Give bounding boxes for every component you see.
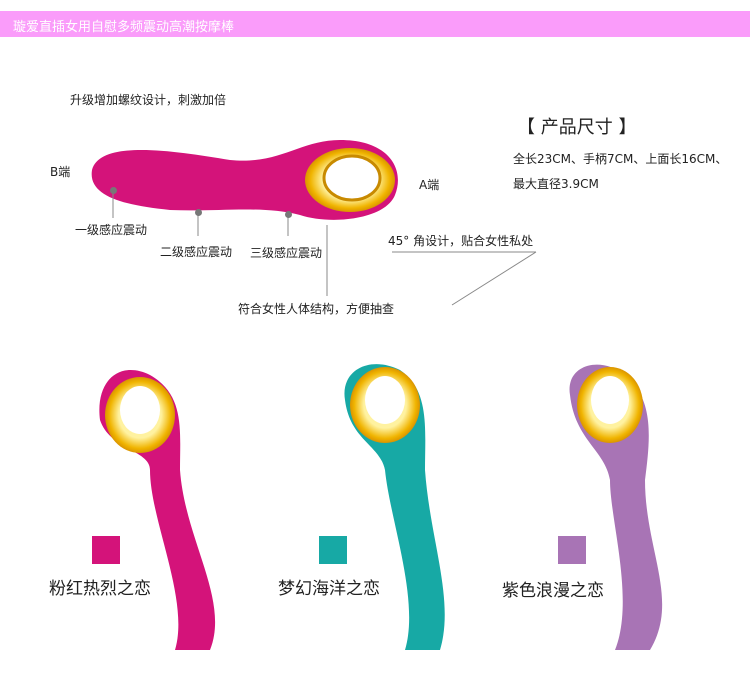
size-title: 【 产品尺寸 】 xyxy=(517,117,637,138)
angle-label: 45° 角设计，贴合女性私处 xyxy=(388,234,534,248)
structure-label: 符合女性人体结构，方便抽查 xyxy=(238,302,395,316)
teal-swatch xyxy=(319,536,347,564)
size-line-1: 全长23CM、手柄7CM、上面长16CM、 xyxy=(513,152,728,166)
purple-swatch xyxy=(558,536,586,564)
header-bar: 璇爱直插女用自慰多频震动高潮按摩棒 xyxy=(0,11,750,37)
level1-marker xyxy=(110,187,117,194)
feature-top-label: 升级增加螺纹设计，刺激加倍 xyxy=(70,93,227,107)
pink-swatch xyxy=(92,536,120,564)
pink-color-name: 粉红热烈之恋 xyxy=(49,579,151,599)
level2-label: 二级感应震动 xyxy=(160,245,233,259)
level1-label: 一级感应震动 xyxy=(75,223,148,237)
purple-color-name: 紫色浪漫之恋 xyxy=(502,581,604,601)
pink-product xyxy=(99,370,216,650)
teal-color-name: 梦幻海洋之恋 xyxy=(278,579,380,599)
teal-product xyxy=(344,364,445,650)
level2-marker xyxy=(195,209,202,216)
size-line-2: 最大直径3.9CM xyxy=(513,177,599,191)
level3-label: 三级感应震动 xyxy=(250,246,323,260)
end-b-label: B端 xyxy=(50,165,71,179)
page-title: 璇爱直插女用自慰多频震动高潮按摩棒 xyxy=(13,20,235,35)
level3-marker xyxy=(285,211,292,218)
end-a-label: A端 xyxy=(419,178,440,192)
purple-product xyxy=(569,364,663,650)
